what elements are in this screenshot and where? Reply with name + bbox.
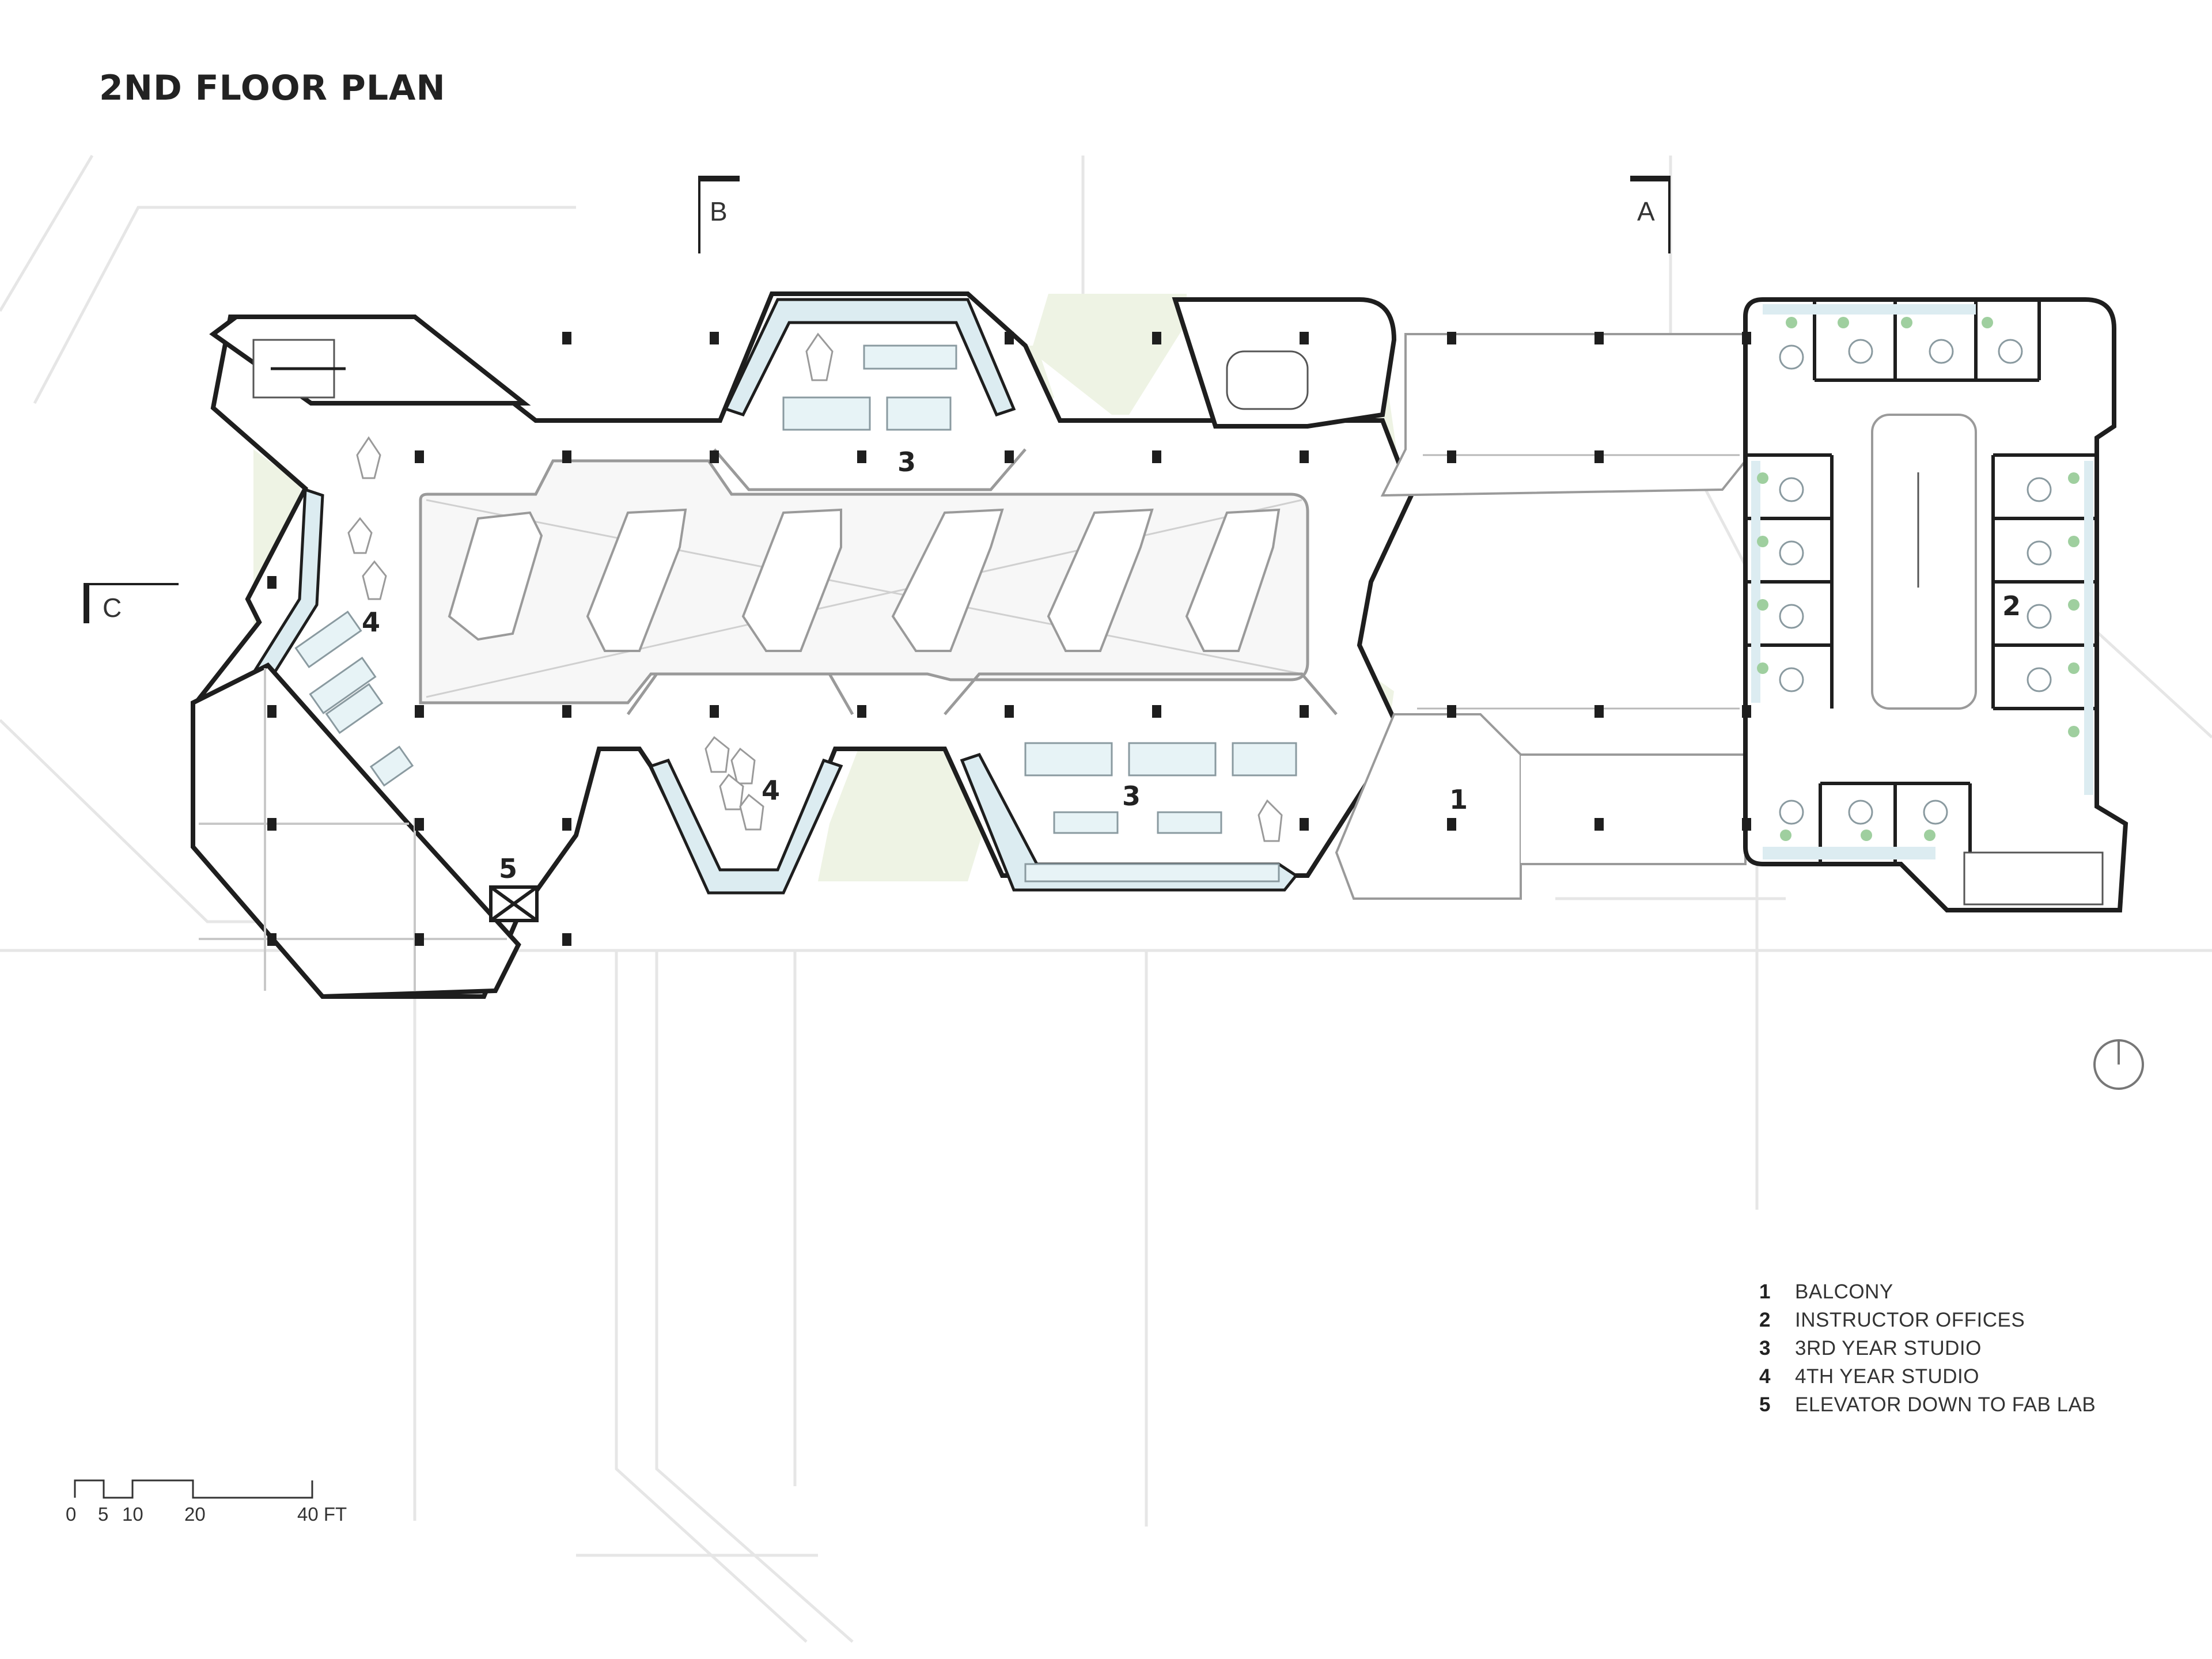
legend: 1 BALCONY 2 INSTRUCTOR OFFICES 3 3RD YEA…: [1759, 1278, 2096, 1419]
office-block: [1743, 297, 2128, 912]
legend-num: 1: [1759, 1280, 1771, 1303]
balcony-lines: [1417, 454, 1740, 710]
elevator-5: [489, 885, 539, 922]
studio-desks: [294, 344, 1297, 882]
legend-num: 5: [1759, 1393, 1771, 1416]
atrium-cross-lines: [426, 499, 1302, 698]
section-marker-a: A: [1637, 196, 1655, 226]
studio-pods: [626, 448, 1338, 715]
west-wing-grid: [199, 668, 507, 991]
room-label-3rd-year-studio-north: 3: [897, 446, 916, 478]
legend-label: 3RD YEAR STUDIO: [1795, 1336, 1982, 1359]
legend-num: 3: [1759, 1336, 1771, 1359]
legend-item-1: 1 BALCONY: [1759, 1278, 2096, 1306]
room-label-3rd-year-studio-south: 3: [1122, 781, 1141, 812]
balcony: [1335, 333, 1747, 900]
page-title: 2ND FLOOR PLAN: [99, 68, 446, 108]
hex-tables: [347, 332, 1283, 842]
room-label-4th-year-studio-west: 4: [361, 607, 381, 638]
legend-item-2: 2 INSTRUCTOR OFFICES: [1759, 1306, 2096, 1334]
stair-northwest: [209, 315, 531, 406]
atrium-void: [419, 459, 1309, 704]
legend-label: ELEVATOR DOWN TO FAB LAB: [1795, 1393, 2096, 1416]
stair-north: [1172, 297, 1397, 429]
skylights: [448, 508, 1281, 652]
room-label-elevator: 5: [498, 853, 518, 884]
scale-tick-label: 5: [98, 1503, 109, 1525]
room-label-balcony: 1: [1449, 784, 1468, 815]
legend-item-4: 4 4TH YEAR STUDIO: [1759, 1362, 2096, 1391]
north-arrow: [2093, 1039, 2144, 1090]
legend-item-5: 5 ELEVATOR DOWN TO FAB LAB: [1759, 1391, 2096, 1419]
scale-bar: [74, 1479, 313, 1499]
section-marker-c: C: [103, 593, 122, 623]
west-wing: [191, 662, 521, 999]
room-label-4th-year-studio-center: 4: [761, 775, 781, 806]
structural-columns: [267, 332, 1751, 946]
scale-tick-label: 40 FT: [297, 1503, 347, 1525]
section-marker-lines: [84, 176, 1671, 623]
section-marker-b: B: [710, 196, 728, 226]
legend-item-3: 3 3RD YEAR STUDIO: [1759, 1334, 2096, 1362]
scale-tick-label: 0: [66, 1503, 77, 1525]
room-label-instructor-offices: 2: [2002, 590, 2021, 622]
legend-num: 4: [1759, 1365, 1771, 1388]
legend-label: INSTRUCTOR OFFICES: [1795, 1308, 2025, 1331]
legend-label: BALCONY: [1795, 1280, 1893, 1303]
scale-tick-label: 10: [122, 1503, 143, 1525]
legend-label: 4TH YEAR STUDIO: [1795, 1365, 1979, 1388]
scale-tick-label: 20: [184, 1503, 206, 1525]
legend-num: 2: [1759, 1308, 1771, 1331]
